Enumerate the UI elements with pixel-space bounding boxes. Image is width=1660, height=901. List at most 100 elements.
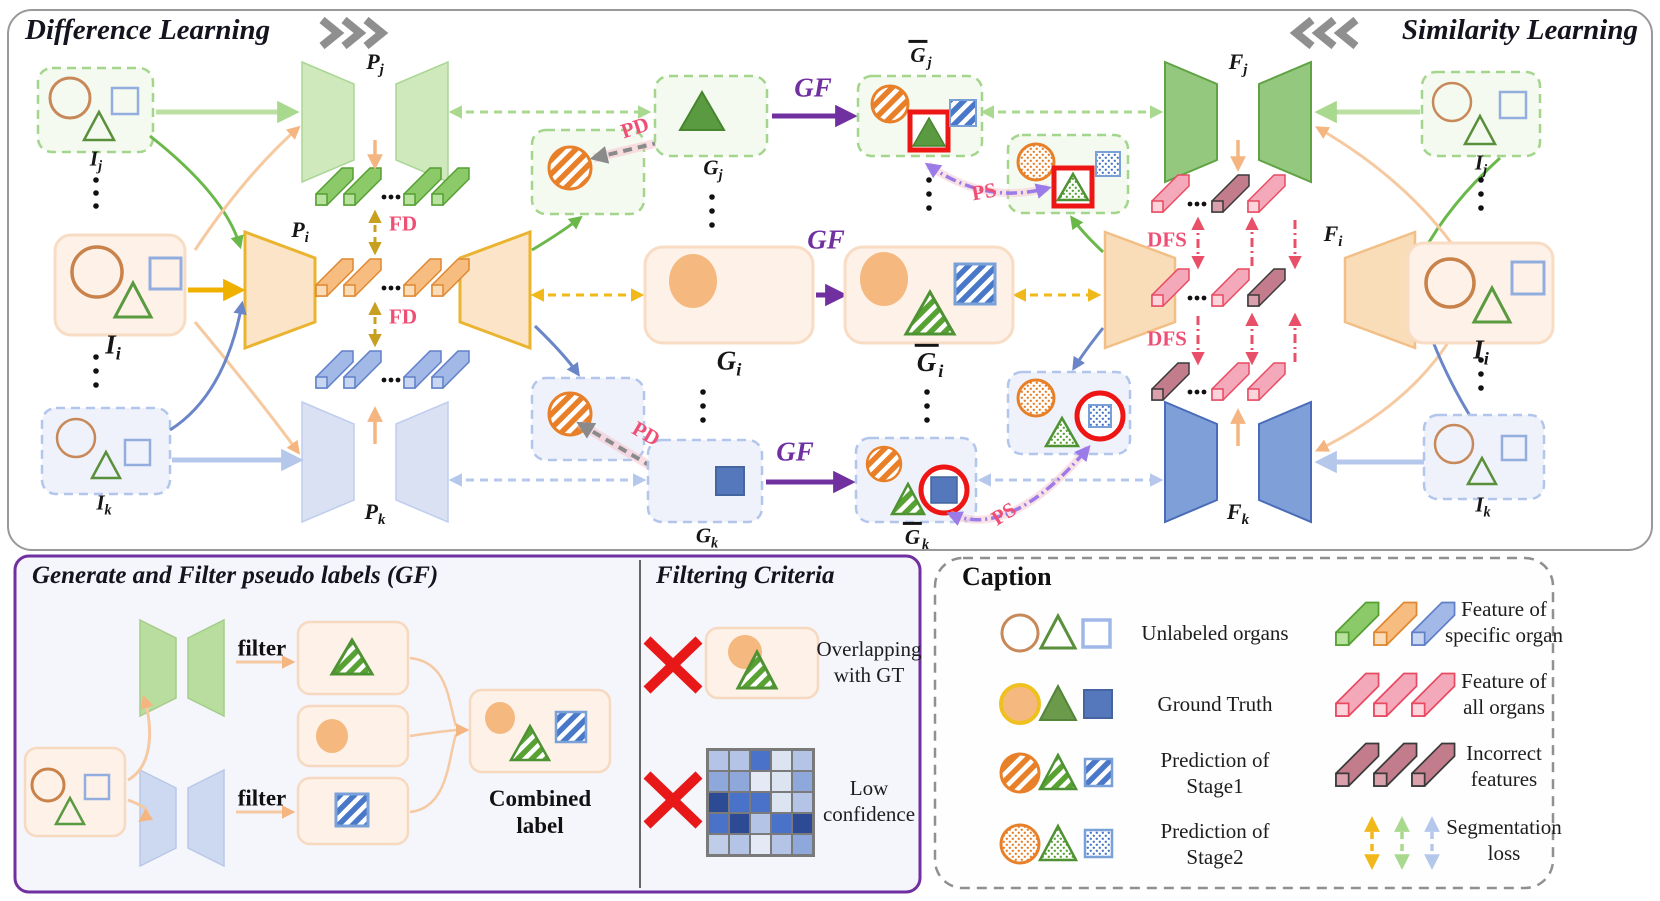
unlabeled-square-icon bbox=[123, 438, 152, 467]
dfs-arrows-top bbox=[1191, 216, 1302, 270]
arrow-ii-to-pk bbox=[193, 321, 300, 455]
gf-result-box-circle bbox=[296, 704, 410, 768]
gt-circle-icon bbox=[316, 719, 348, 753]
arrow-pi-to-predk bbox=[533, 324, 580, 377]
gf-split-arrow-down bbox=[127, 798, 154, 822]
combine-curve bbox=[409, 728, 457, 738]
input-box-ik-right bbox=[1422, 413, 1546, 501]
gf-result-box-triangle bbox=[296, 620, 410, 696]
dfs-arrows-bottom bbox=[1191, 312, 1302, 366]
unlabeled-square-icon bbox=[1500, 434, 1528, 462]
features-all-row2 bbox=[1151, 268, 1286, 307]
overlap-example-box bbox=[704, 626, 820, 700]
heatmap-cell bbox=[750, 813, 771, 834]
heatmap-cell bbox=[729, 834, 750, 855]
chevrons-left-icon bbox=[1289, 16, 1359, 50]
heatmap-cell bbox=[729, 813, 750, 834]
network-pi-decoder bbox=[458, 229, 532, 351]
gf-network-green bbox=[139, 618, 225, 718]
combine-curve bbox=[409, 733, 458, 814]
stage1-triangle-icon bbox=[1037, 752, 1079, 791]
heatmap-cell bbox=[729, 771, 750, 792]
heatmap-cell bbox=[771, 813, 792, 834]
unlabeled-circle-icon bbox=[1431, 81, 1473, 123]
chevrons-right-icon bbox=[319, 16, 389, 50]
stage1-square-icon bbox=[334, 792, 370, 828]
unlabeled-circle-icon bbox=[48, 76, 92, 120]
legend-stage1-icons bbox=[999, 752, 1114, 794]
gt-box-gk bbox=[646, 438, 764, 524]
unlabeled-circle-icon bbox=[70, 245, 124, 299]
features-specific-green bbox=[315, 167, 470, 206]
ellipsis-dots bbox=[1478, 357, 1484, 391]
features-specific-blue bbox=[315, 350, 470, 389]
ellipsis-dots bbox=[93, 177, 99, 209]
stage1-triangle-icon bbox=[735, 648, 779, 690]
stage1-triangle-icon bbox=[889, 481, 927, 516]
heatmap-cell bbox=[750, 771, 771, 792]
legend-gt-icons bbox=[999, 683, 1113, 725]
unlabeled-triangle-icon bbox=[1038, 612, 1078, 650]
heatmap-cell bbox=[750, 792, 771, 813]
gt-circle-icon bbox=[485, 702, 515, 734]
stage2-square-icon bbox=[1095, 151, 1121, 177]
combined-label-box bbox=[468, 688, 612, 774]
stage2-triangle-icon bbox=[1037, 823, 1079, 862]
unlabeled-triangle-icon bbox=[1471, 284, 1513, 324]
gt-box-gj bbox=[653, 74, 769, 158]
low-confidence-heatmap bbox=[706, 748, 815, 857]
combine-curve bbox=[409, 656, 458, 727]
stage1-square-icon bbox=[1083, 757, 1114, 788]
features-all-row1 bbox=[1151, 174, 1286, 213]
network-fj bbox=[1164, 60, 1312, 184]
stage1-square-icon bbox=[953, 262, 997, 306]
input-box-ii-left bbox=[53, 233, 187, 337]
heatmap-cell bbox=[750, 750, 771, 771]
unlabeled-triangle-icon bbox=[89, 449, 123, 480]
unlabeled-square-icon bbox=[1081, 618, 1112, 649]
filtered-box-gj-bar bbox=[856, 74, 984, 158]
gt-triangle-icon bbox=[1038, 683, 1078, 721]
gt-circle-icon bbox=[999, 683, 1041, 725]
heatmap-cell bbox=[708, 792, 729, 813]
unlabeled-circle-icon bbox=[30, 767, 66, 803]
heatmap-cell bbox=[792, 834, 813, 855]
gt-triangle-icon bbox=[678, 90, 726, 131]
heatmap-cell bbox=[771, 750, 792, 771]
legend-segloss-arrows bbox=[1364, 816, 1440, 870]
heatmap-cell bbox=[792, 792, 813, 813]
network-pj bbox=[301, 60, 449, 184]
input-box-ii-right bbox=[1406, 241, 1555, 345]
unlabeled-triangle-icon bbox=[1462, 113, 1498, 146]
heatmap-cell bbox=[792, 750, 813, 771]
stage2-triangle-icon bbox=[1055, 171, 1091, 202]
unlabeled-triangle-icon bbox=[1465, 455, 1499, 486]
unlabeled-triangle-icon bbox=[81, 109, 117, 142]
heatmap-cell bbox=[750, 834, 771, 855]
stage1-triangle-icon bbox=[903, 288, 957, 336]
ellipsis-dots bbox=[709, 177, 932, 228]
unlabeled-triangle-icon bbox=[53, 795, 87, 826]
unlabeled-square-icon bbox=[83, 773, 111, 801]
filtered-box-gk-bar bbox=[854, 436, 978, 524]
legend-unlabeled-icons bbox=[1000, 612, 1112, 653]
network-fi-decoder bbox=[1103, 230, 1177, 350]
stage1-square-icon bbox=[949, 99, 977, 127]
stage1-pred-box-j bbox=[530, 128, 646, 216]
unlabeled-circle-icon bbox=[1433, 423, 1475, 465]
stage1-circle-icon bbox=[865, 445, 903, 483]
stage2-circle-icon bbox=[999, 823, 1041, 865]
unlabeled-square-icon bbox=[1510, 260, 1546, 296]
network-fi-encoder bbox=[1343, 230, 1417, 350]
heatmap-cell bbox=[771, 792, 792, 813]
unlabeled-triangle-icon bbox=[112, 279, 154, 319]
heatmap-cell bbox=[729, 792, 750, 813]
gt-square-icon bbox=[930, 476, 958, 504]
heatmap-cell bbox=[771, 771, 792, 792]
gt-box-gi bbox=[643, 245, 815, 345]
network-pk bbox=[301, 400, 449, 524]
input-box-ik-left bbox=[40, 406, 172, 496]
stage2-square-icon bbox=[1083, 828, 1114, 859]
unlabeled-square-icon bbox=[1498, 90, 1528, 120]
gt-square-icon bbox=[715, 466, 745, 496]
